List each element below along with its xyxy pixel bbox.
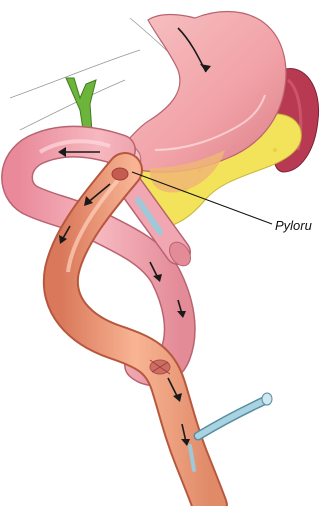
background-lines <box>10 18 178 130</box>
pylorus-label: Pyloru <box>275 218 312 233</box>
